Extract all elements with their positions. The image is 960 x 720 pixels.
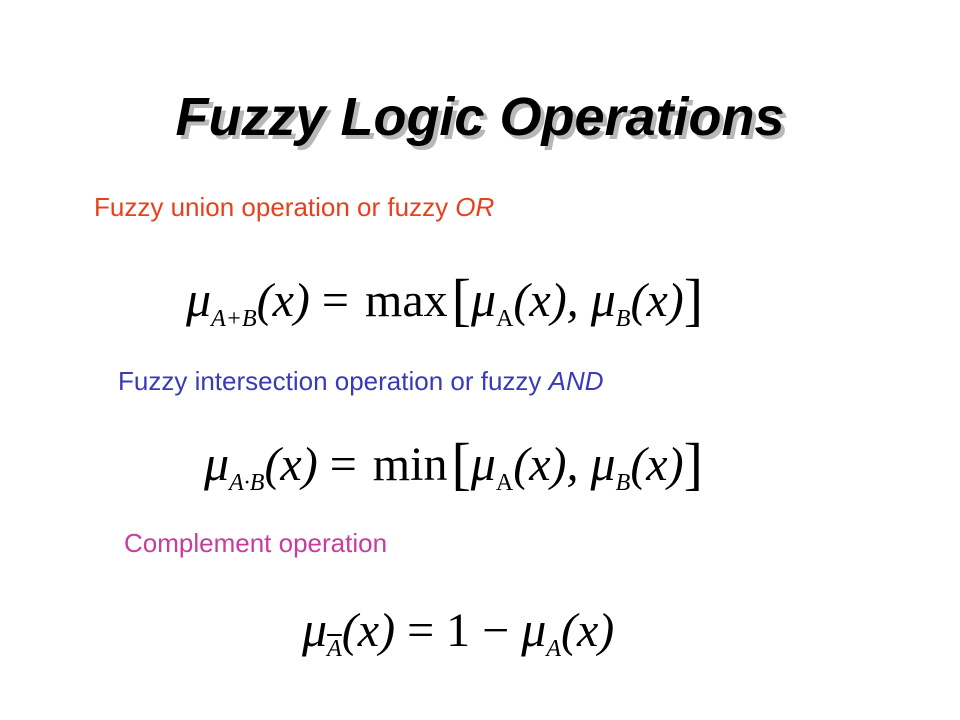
complement-term-arg: (x) [561,604,615,657]
intersection-heading-text: Fuzzy intersection operation or fuzzy [118,366,549,396]
intersection-term1-arg: (x), [513,438,591,491]
intersection-term2-arg: (x) [630,438,684,491]
union-formula: μA+B(x) = max[μA(x), μB(x)] [186,268,703,332]
intersection-term2-sub: B [615,470,631,496]
complement-mu: μ [302,601,328,657]
union-term1-mu: μ [470,271,497,327]
complement-subscript: A [327,636,342,662]
intersection-heading: Fuzzy intersection operation or fuzzy AN… [118,366,604,397]
union-term2-arg: (x) [630,274,684,327]
union-heading-emph: OR [455,192,495,222]
union-equals: = [309,274,361,327]
intersection-open-bracket: [ [451,431,471,496]
complement-one-minus: 1 − [446,604,522,657]
complement-term-sub: A [546,636,561,662]
intersection-term1-sub: A [495,470,514,496]
union-term2-sub: B [615,306,631,332]
intersection-heading-emph: AND [548,366,604,396]
union-term1-arg: (x), [513,274,591,327]
intersection-function: min [372,438,448,491]
slide-title: Fuzzy Logic Operations [175,87,785,147]
complement-formula: μA(x) = 1 − μA(x) [302,601,615,661]
intersection-lhs-arg: (x) [264,438,318,491]
complement-term-mu: μ [521,601,547,657]
union-open-bracket: [ [451,267,471,332]
intersection-term2-mu: μ [590,435,616,491]
union-term2-mu: μ [590,271,616,327]
union-heading: Fuzzy union operation or fuzzy OR [94,192,494,223]
complement-lhs-arg: (x) [341,604,396,657]
complement-equals: = [395,604,447,657]
union-mu: μ [186,271,212,327]
intersection-formula: μA·B(x) = min[μA(x), μB(x)] [204,432,703,496]
union-heading-text: Fuzzy union operation or fuzzy [94,192,456,222]
intersection-subscript: A·B [229,470,265,496]
union-subscript: A+B [211,306,257,332]
union-lhs-arg: (x) [256,274,310,327]
union-close-bracket: ] [683,267,704,332]
complement-heading: Complement operation [124,528,388,558]
union-function: max [364,274,448,327]
intersection-close-bracket: ] [683,431,703,496]
intersection-mu: μ [204,435,230,491]
union-term1-sub: A [496,306,514,332]
intersection-term1-mu: μ [470,435,496,491]
intersection-equals: = [317,438,369,491]
